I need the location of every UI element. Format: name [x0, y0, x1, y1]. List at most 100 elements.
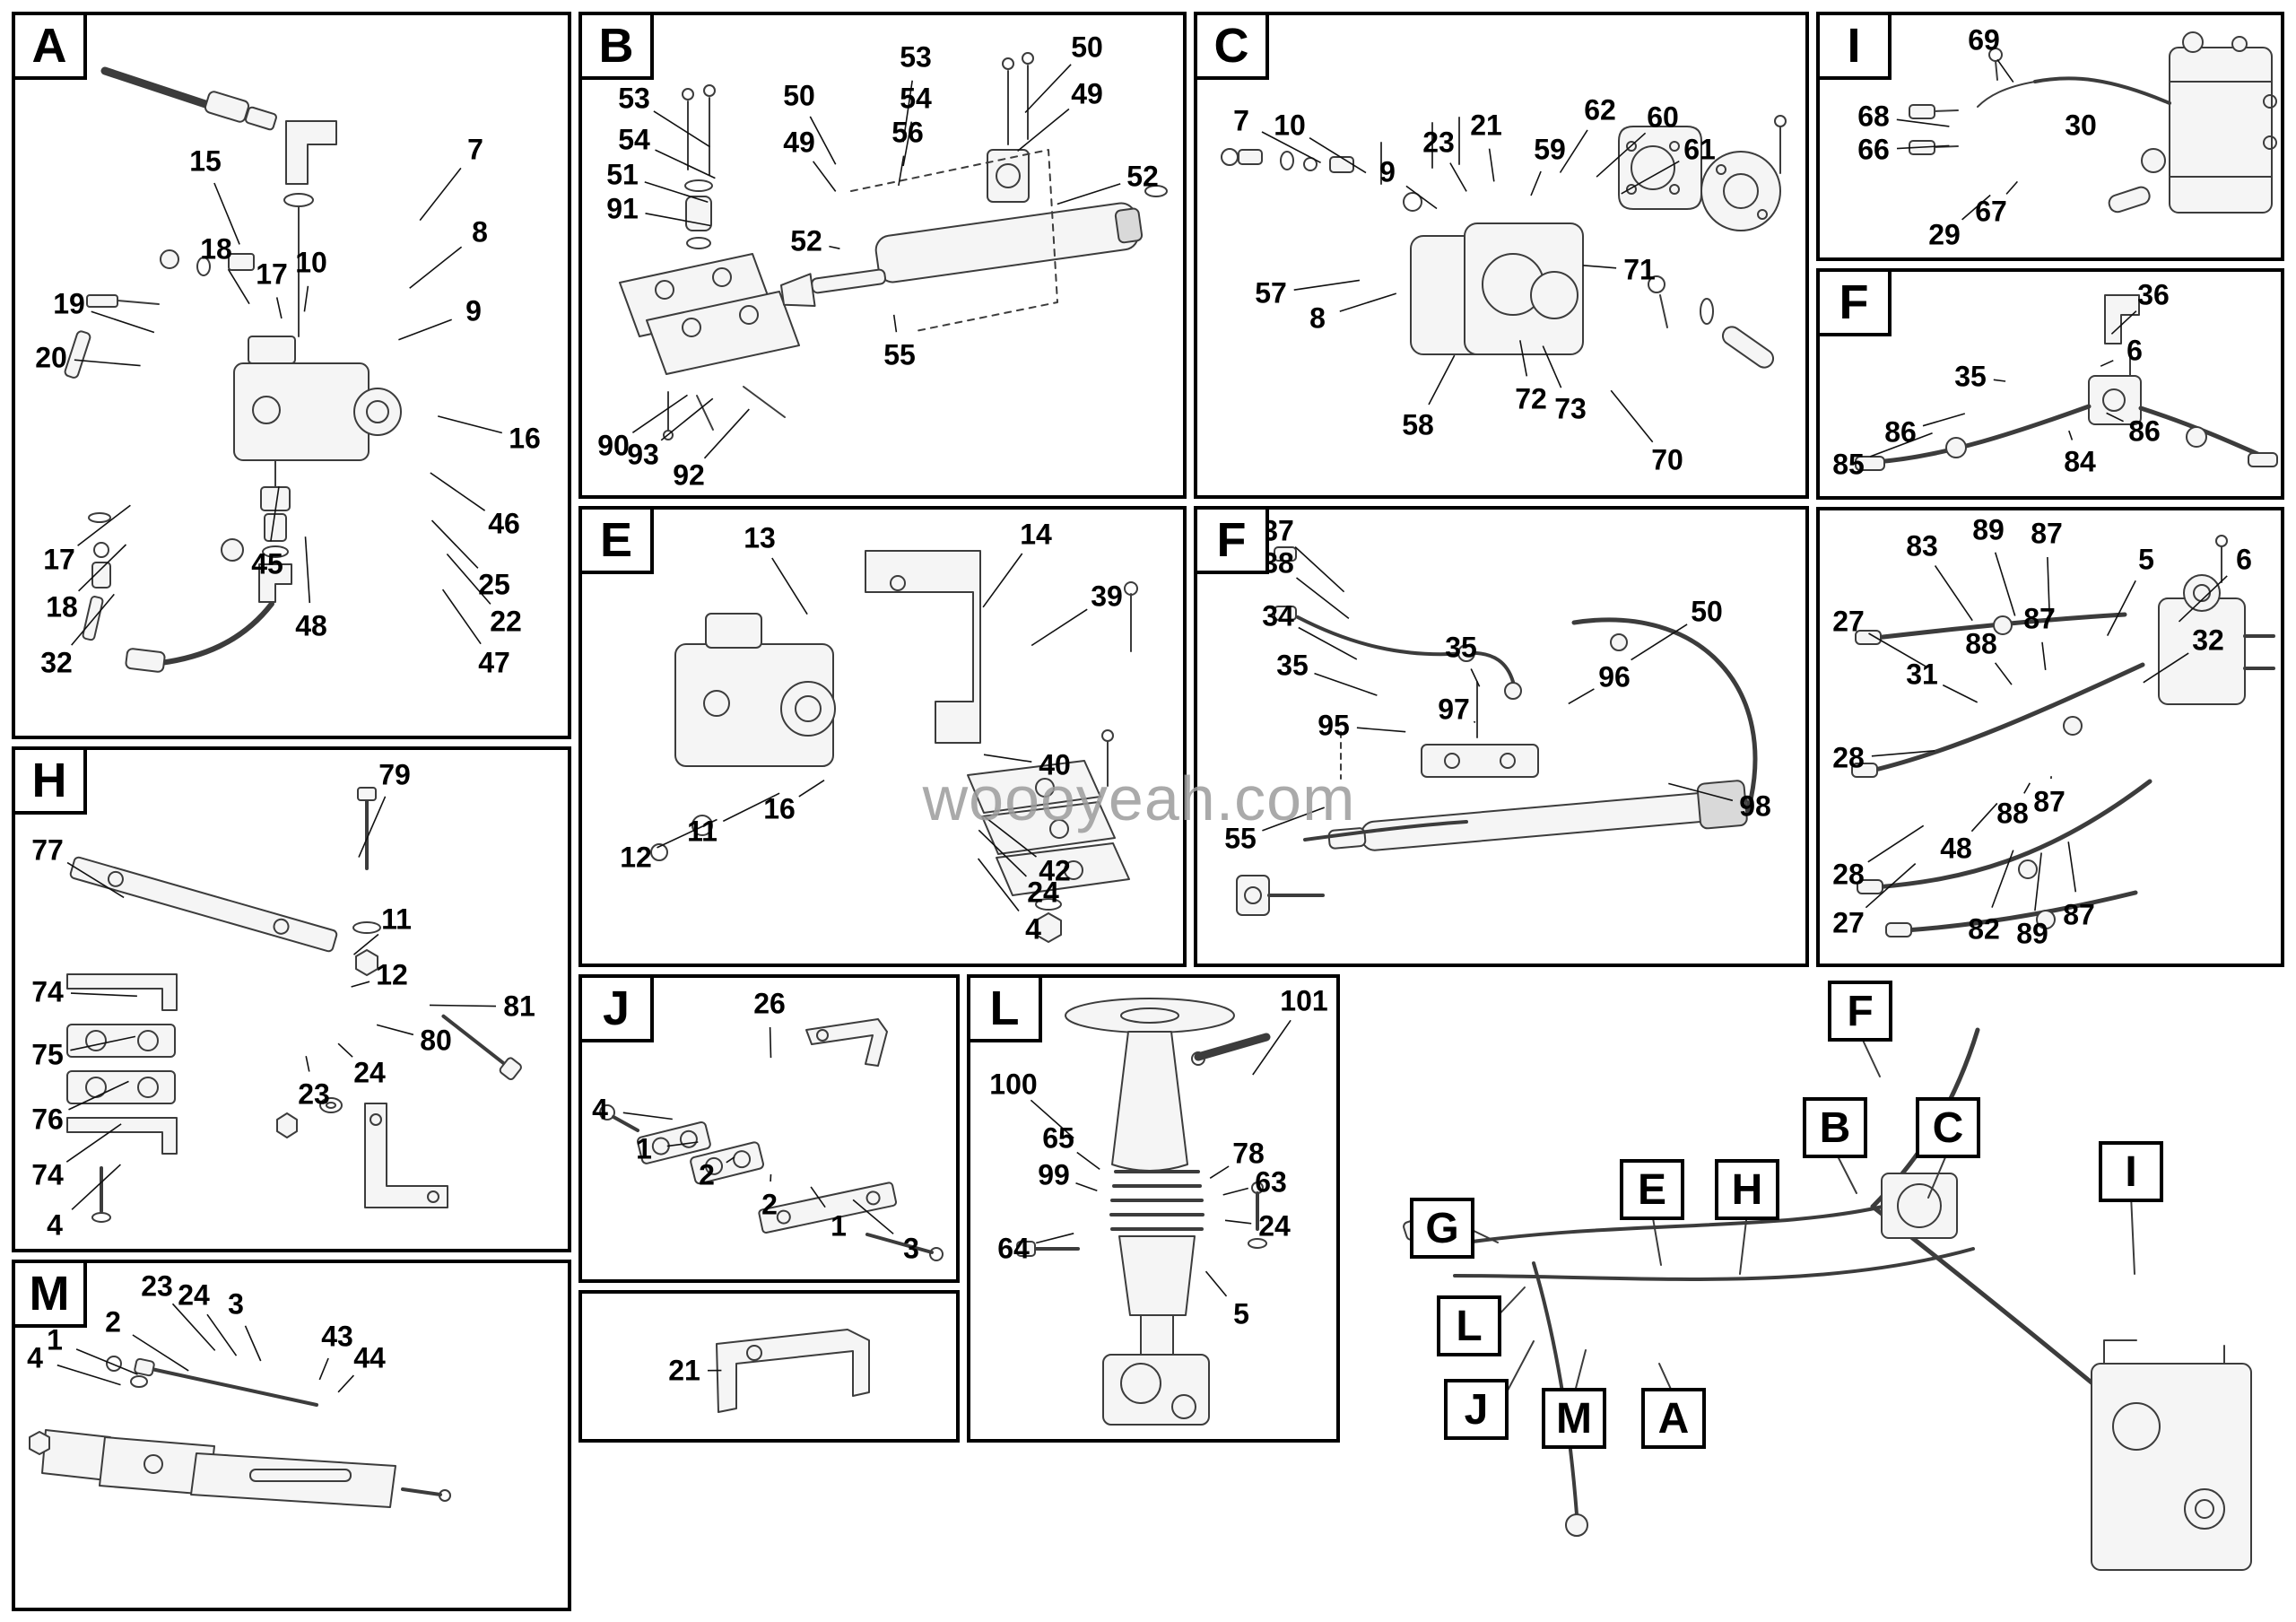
- callout-5: 5: [1233, 1297, 1249, 1330]
- callout-24: 24: [353, 1056, 386, 1089]
- callout-5: 5: [2138, 543, 2154, 576]
- callout-28: 28: [1832, 858, 1865, 891]
- panel-label-E: E: [582, 510, 654, 574]
- callout-87: 87: [2023, 602, 2056, 635]
- panel-label-H: H: [15, 750, 87, 815]
- callout-2: 2: [105, 1305, 121, 1339]
- callout-68: 68: [1857, 100, 1890, 133]
- callout-16: 16: [509, 422, 541, 455]
- callout-35: 35: [1276, 649, 1309, 682]
- callout-43: 43: [321, 1320, 353, 1353]
- panel-art-J2: [582, 1294, 956, 1439]
- callout-52: 52: [790, 224, 822, 257]
- overview-ref-F: F: [1828, 981, 1892, 1042]
- callout-12: 12: [620, 841, 652, 874]
- callout-64: 64: [997, 1232, 1030, 1265]
- callout-101: 101: [1280, 984, 1328, 1017]
- overview-ref-M: M: [1542, 1388, 1606, 1449]
- callout-8: 8: [472, 215, 488, 249]
- callout-93: 93: [627, 438, 659, 471]
- callout-7: 7: [467, 133, 483, 166]
- callout-34: 34: [1262, 599, 1294, 632]
- overview-ref-H: H: [1715, 1159, 1779, 1220]
- callout-17: 17: [43, 543, 75, 576]
- callout-47: 47: [478, 646, 510, 679]
- callout-46: 46: [488, 507, 520, 540]
- callout-21: 21: [668, 1354, 700, 1387]
- callout-55: 55: [883, 338, 916, 371]
- callout-31: 31: [1906, 658, 1938, 691]
- panel-label-A: A: [15, 15, 87, 80]
- callout-86: 86: [2128, 414, 2161, 448]
- callout-50: 50: [1071, 31, 1103, 64]
- callout-60: 60: [1647, 100, 1679, 134]
- callout-3: 3: [228, 1287, 244, 1321]
- callout-23: 23: [1422, 126, 1455, 159]
- callout-87: 87: [2033, 785, 2066, 818]
- callout-11: 11: [381, 903, 412, 936]
- callout-76: 76: [31, 1103, 64, 1136]
- callout-89: 89: [2016, 917, 2048, 950]
- callout-87: 87: [2031, 517, 2063, 550]
- callout-27: 27: [1832, 906, 1865, 939]
- callout-75: 75: [31, 1038, 64, 1071]
- callout-52: 52: [1126, 160, 1159, 193]
- callout-35: 35: [1445, 631, 1477, 664]
- callout-88: 88: [1965, 627, 1997, 660]
- callout-1: 1: [831, 1209, 847, 1243]
- panel-J2: 21: [578, 1290, 960, 1443]
- panel-art-B: [582, 15, 1183, 495]
- callout-3: 3: [903, 1232, 919, 1265]
- panel-art-L: [970, 978, 1336, 1439]
- callout-51: 51: [606, 158, 639, 191]
- callout-57: 57: [1255, 276, 1287, 310]
- callout-11: 11: [687, 815, 718, 848]
- callout-66: 66: [1857, 133, 1890, 166]
- callout-73: 73: [1554, 392, 1587, 425]
- panel-art-R3: [1820, 510, 2281, 964]
- callout-6: 6: [2126, 334, 2143, 367]
- callout-24: 24: [1027, 876, 1059, 909]
- callout-84: 84: [2064, 445, 2096, 478]
- callout-44: 44: [353, 1341, 386, 1374]
- callout-80: 80: [420, 1024, 452, 1057]
- callout-42: 42: [1039, 854, 1071, 887]
- callout-81: 81: [503, 990, 535, 1023]
- callout-48: 48: [295, 609, 327, 642]
- callout-2: 2: [761, 1188, 778, 1221]
- callout-2: 2: [699, 1158, 715, 1191]
- callout-10: 10: [1274, 109, 1306, 142]
- callout-10: 10: [295, 246, 327, 279]
- callout-20: 20: [35, 341, 67, 374]
- callout-98: 98: [1739, 789, 1771, 823]
- callout-74: 74: [31, 975, 64, 1008]
- callout-69: 69: [1968, 23, 2000, 57]
- callout-72: 72: [1515, 382, 1547, 415]
- callout-71: 71: [1623, 253, 1656, 286]
- callout-63: 63: [1255, 1165, 1287, 1199]
- callout-4: 4: [592, 1093, 608, 1126]
- callout-79: 79: [378, 758, 411, 791]
- panel-art-E: [582, 510, 1183, 964]
- callout-8: 8: [1309, 301, 1326, 335]
- callout-9: 9: [1379, 155, 1396, 188]
- panel-art-C: [1197, 15, 1805, 495]
- callout-48: 48: [1940, 832, 1972, 865]
- callout-30: 30: [2065, 109, 2097, 142]
- callout-54: 54: [618, 123, 650, 156]
- callout-26: 26: [753, 987, 786, 1020]
- callout-92: 92: [673, 458, 705, 492]
- callout-49: 49: [1071, 77, 1103, 110]
- callout-96: 96: [1598, 660, 1631, 693]
- callout-23: 23: [298, 1077, 330, 1111]
- callout-59: 59: [1534, 133, 1566, 166]
- callout-65: 65: [1042, 1121, 1074, 1155]
